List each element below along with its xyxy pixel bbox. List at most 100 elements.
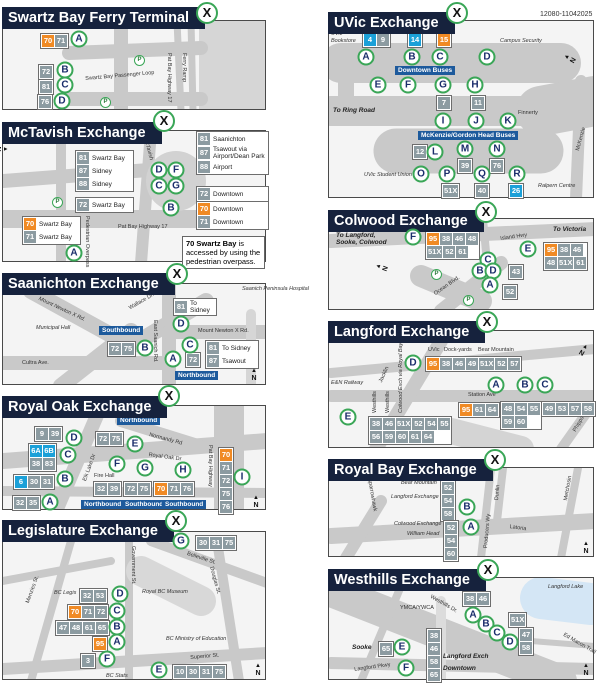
arrow-glyph: ▲ bbox=[251, 368, 257, 374]
route-group: 52 bbox=[502, 284, 518, 300]
route-35-badge: 35 bbox=[27, 497, 39, 509]
bay-c-marker: C bbox=[431, 48, 449, 66]
route-59-badge: 59 bbox=[383, 431, 395, 443]
north-letter: N bbox=[253, 502, 259, 509]
bay-g-marker: G bbox=[172, 532, 190, 550]
street-map bbox=[329, 578, 593, 679]
route-87-badge: 87 bbox=[77, 165, 89, 177]
sooke-label: Sooke bbox=[352, 644, 372, 651]
route-row: 76 bbox=[39, 96, 51, 108]
route-60-badge: 60 bbox=[445, 548, 457, 560]
destination-label: Swartz Bay bbox=[39, 233, 72, 241]
route-64-badge: 64 bbox=[486, 404, 498, 416]
bay-f-marker: F bbox=[404, 228, 422, 246]
route-72-badge: 72 bbox=[40, 66, 52, 78]
north-letter: N bbox=[251, 375, 257, 382]
route-38-badge: 38 bbox=[558, 244, 570, 256]
north-arrow-icon: ▲N bbox=[583, 541, 589, 555]
route-72-badge: 72 bbox=[95, 606, 107, 618]
exchange-x-marker-icon: X bbox=[165, 510, 187, 532]
route-95-badge: 95 bbox=[427, 233, 439, 245]
road bbox=[528, 638, 593, 649]
fire-hall-label: Fire Hall bbox=[94, 473, 115, 479]
route-72-badge: 72 bbox=[198, 188, 210, 200]
route-46-badge: 46 bbox=[571, 244, 583, 256]
route-6-badge: 6 bbox=[15, 476, 27, 488]
route-38-badge: 38 bbox=[428, 630, 440, 642]
road bbox=[357, 582, 405, 679]
road bbox=[477, 468, 495, 556]
destination-label: Saanichton bbox=[213, 135, 246, 143]
bay-f-marker: F bbox=[98, 650, 116, 668]
road bbox=[557, 468, 582, 556]
bay-c-marker: C bbox=[488, 624, 506, 642]
destination-label: Tsawout bbox=[222, 357, 246, 365]
bay-b-marker: B bbox=[56, 470, 74, 488]
bay-g-marker: G bbox=[434, 76, 452, 94]
route-71-badge: 71 bbox=[24, 231, 36, 243]
road bbox=[212, 536, 244, 679]
route-71-badge: 71 bbox=[198, 216, 210, 228]
destination-label: Swartz Bay bbox=[92, 154, 125, 162]
route-39-badge: 39 bbox=[108, 483, 120, 495]
exchange-x-marker-icon: X bbox=[446, 2, 468, 24]
road bbox=[146, 536, 265, 588]
route-group: 11 bbox=[470, 95, 486, 111]
road bbox=[329, 657, 593, 675]
route-group: 72 bbox=[185, 352, 201, 368]
mckenzie-gordon-head-buses-badge: McKenzie/Gordon Head Buses bbox=[418, 131, 519, 140]
bay-b-marker: B bbox=[403, 48, 421, 66]
route-81-badge: 81 bbox=[40, 81, 52, 93]
bay-a-marker: A bbox=[462, 518, 480, 536]
north-arrow-icon: ▲N bbox=[251, 368, 257, 382]
langford-exch-label: Langford Exch bbox=[443, 653, 489, 660]
route-81-badge: 81 bbox=[207, 342, 219, 354]
route-87-badge: 87 bbox=[207, 355, 219, 367]
route-48-badge: 48 bbox=[466, 233, 478, 245]
route-60-badge: 60 bbox=[396, 431, 408, 443]
route-47-badge: 47 bbox=[57, 622, 69, 634]
arrow-glyph: ▲ bbox=[583, 541, 589, 547]
northbound-badge: Northbound bbox=[175, 371, 219, 380]
southbound-badge: Southbound bbox=[122, 500, 167, 509]
route-54-badge: 54 bbox=[425, 418, 438, 430]
ralpern-centre-label: Ralpern Centre bbox=[538, 183, 576, 189]
route-9-badge: 9 bbox=[36, 428, 48, 440]
route-38-badge: 38 bbox=[464, 593, 476, 605]
north-arrow-icon: ▲N bbox=[255, 663, 261, 677]
route-row: 15 bbox=[438, 34, 450, 46]
route-group: 15 bbox=[436, 32, 452, 48]
route-10-badge: 10 bbox=[174, 666, 186, 678]
route-53-badge: 53 bbox=[94, 590, 106, 602]
route-row: 71 bbox=[220, 462, 232, 474]
bay-p-marker: P bbox=[438, 165, 456, 183]
exchange-x-marker-icon: X bbox=[475, 201, 497, 223]
to-langford-sooke-colwood-label: To Langford, Sooke, Colwood bbox=[336, 232, 387, 246]
parking-icon: P bbox=[134, 55, 145, 66]
arrow-glyph: ▲ bbox=[255, 663, 261, 669]
route-38-badge: 38 bbox=[370, 418, 382, 430]
exchange-x-marker-icon: X bbox=[476, 311, 498, 333]
route-row: 12 bbox=[414, 146, 426, 158]
campus-security-label: Campus Security bbox=[500, 38, 542, 44]
route-76-badge: 76 bbox=[39, 96, 51, 108]
route-58-badge: 58 bbox=[520, 642, 532, 654]
